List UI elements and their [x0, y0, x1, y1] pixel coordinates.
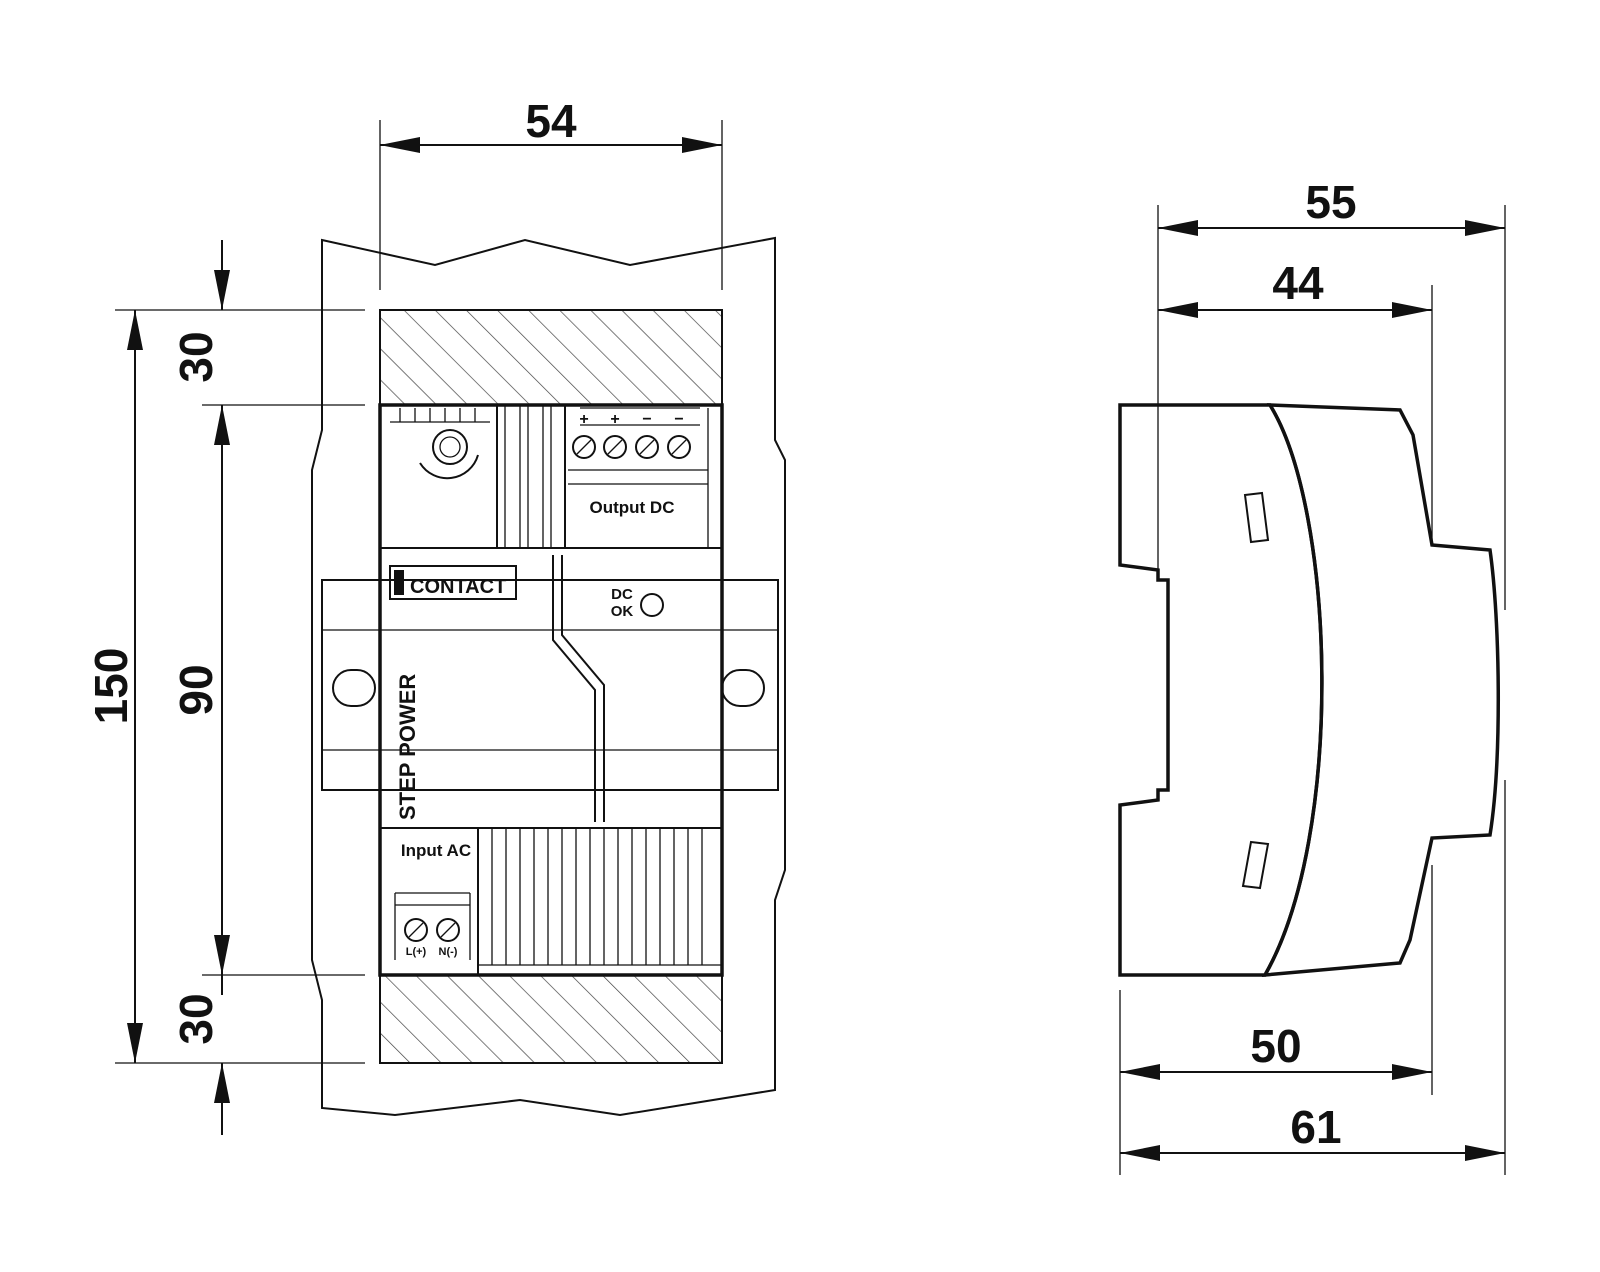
output-minus-1: − [642, 411, 651, 428]
dimension-side-top-inner: 44 [1158, 257, 1432, 318]
output-plus-2: + [610, 411, 619, 428]
ok-label: OK [611, 603, 634, 620]
dimension-total-height: 150 [85, 310, 143, 1063]
svg-text:54: 54 [525, 95, 577, 147]
top-vent-lines [504, 405, 552, 548]
dc-ok-led-icon [640, 593, 664, 617]
svg-text:55: 55 [1305, 176, 1356, 228]
dimension-side-bottom-inner: 50 [1120, 1020, 1432, 1080]
svg-text:150: 150 [85, 648, 137, 725]
side-front-body [1261, 403, 1501, 978]
side-rear-body [1118, 403, 1324, 977]
side-clip-top [1243, 491, 1270, 544]
svg-text:90: 90 [170, 664, 222, 715]
side-extension-lines [1119, 205, 1506, 1175]
brand-logo: CONTACT [389, 565, 517, 600]
svg-text:44: 44 [1272, 257, 1324, 309]
dimension-side-top-outer: 55 [1158, 176, 1505, 236]
screw-terminal-icon [404, 918, 460, 942]
bottom-vent-lines [478, 828, 722, 966]
bottom-clearance-zone [379, 974, 723, 1064]
dimension-bottom-clearance: 30 [170, 975, 230, 1135]
screw-terminal-icon [572, 435, 691, 459]
svg-text:30: 30 [170, 993, 222, 1044]
svg-text:30: 30 [170, 331, 222, 382]
output-dc-label: Output DC [590, 498, 675, 517]
brand-text: CONTACT [410, 576, 506, 598]
din-rail [321, 579, 779, 791]
dimension-top-clearance: 30 [170, 240, 230, 420]
dimension-body-height: 90 [170, 405, 230, 975]
terminal-n-label: N(-) [439, 946, 458, 958]
dc-label: DC [611, 586, 633, 603]
mounting-panel-outline [311, 236, 786, 1117]
product-name: STEP POWER [395, 674, 420, 820]
rail-slot-right [721, 669, 765, 707]
side-clip-bottom [1241, 840, 1270, 890]
dimension-side-bottom-outer: 61 [1120, 1101, 1505, 1161]
front-view: + + − − Output DC CONTACT DC [85, 95, 786, 1135]
dimension-width: 54 [380, 95, 722, 153]
output-terminal-block: + + − − Output DC [568, 407, 709, 548]
front-divider-curve [552, 555, 596, 822]
input-ac-label: Input AC [401, 841, 471, 860]
side-view: 55 44 50 61 [1118, 176, 1506, 1175]
terminal-l-label: L(+) [406, 946, 427, 958]
top-teeth [390, 408, 490, 423]
svg-text:61: 61 [1290, 1101, 1341, 1153]
input-terminal-block: L(+) N(-) [394, 892, 471, 960]
output-minus-2: − [674, 411, 683, 428]
potentiometer-knob [419, 429, 479, 480]
device-body: + + − − Output DC CONTACT DC [378, 403, 724, 977]
top-clearance-zone [379, 309, 723, 406]
svg-text:50: 50 [1250, 1020, 1301, 1072]
rail-slot-left [332, 669, 376, 707]
output-plus-1: + [579, 411, 588, 428]
